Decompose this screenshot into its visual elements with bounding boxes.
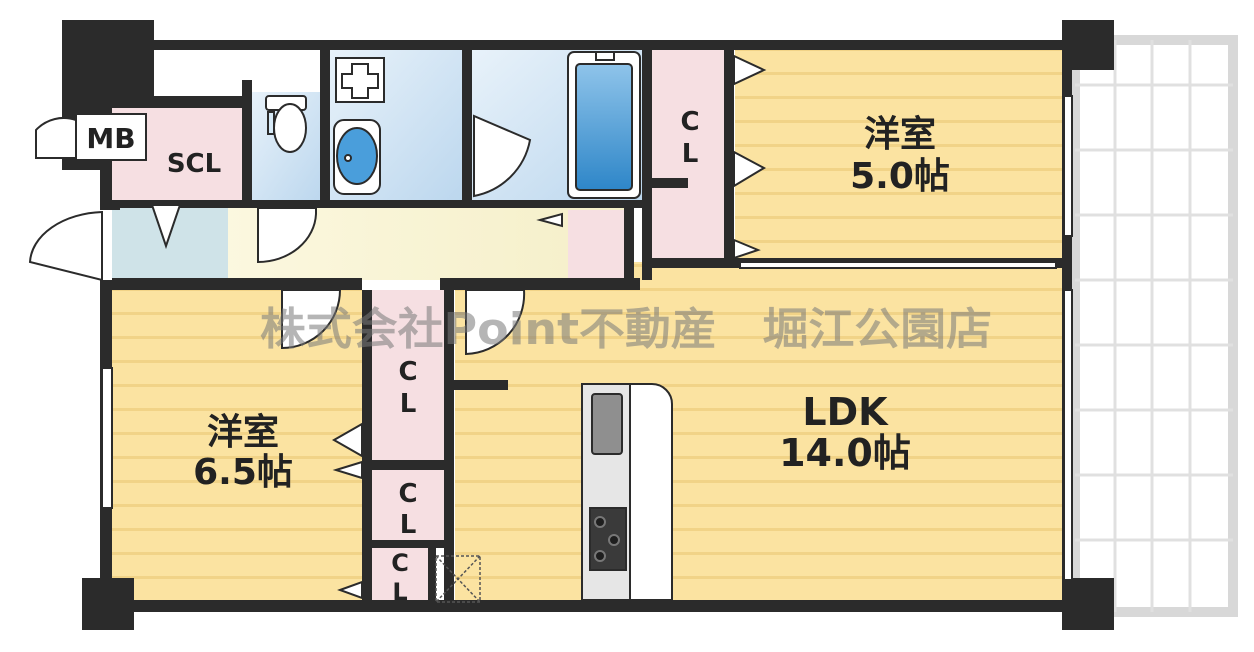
closet-mid-l: L bbox=[400, 389, 417, 419]
watermark: 株式会社Point不動産 堀江公園店 bbox=[260, 304, 992, 355]
balcony bbox=[1070, 35, 1238, 617]
closet-lower-c: C bbox=[398, 479, 417, 509]
doors bbox=[28, 54, 767, 600]
bedroom-2-name: 洋室 bbox=[207, 412, 279, 453]
bedroom-1-name: 洋室 bbox=[864, 114, 936, 155]
closet-mid-floor bbox=[372, 290, 444, 460]
closet-corridor-floor bbox=[568, 210, 624, 278]
closet-lower-floor bbox=[372, 470, 444, 540]
bedroom-1-size: 5.0帖 bbox=[850, 156, 950, 197]
scl-label: SCL bbox=[167, 149, 221, 179]
windows bbox=[101, 95, 1073, 581]
closet-bottom-floor bbox=[372, 548, 428, 602]
washbasin bbox=[333, 57, 385, 195]
ldk-name: LDK bbox=[802, 390, 889, 434]
closet-bottom-l: L bbox=[392, 578, 407, 606]
closet-lower-l: L bbox=[400, 510, 417, 540]
bedroom-2-size: 6.5帖 bbox=[193, 452, 293, 493]
mb-label: MB bbox=[86, 122, 135, 155]
closet-top-l: L bbox=[682, 139, 699, 169]
closet-top-floor bbox=[652, 50, 724, 258]
toilet-fixture bbox=[265, 95, 307, 153]
bathtub bbox=[567, 51, 641, 199]
closet-bottom-c: C bbox=[391, 549, 409, 577]
closet-mid-c: C bbox=[398, 357, 417, 387]
ldk-size: 14.0帖 bbox=[779, 431, 911, 475]
bedroom-1-floor bbox=[735, 50, 1065, 262]
kitchen-counter bbox=[581, 383, 673, 601]
ldk-floor bbox=[455, 270, 1065, 602]
bedroom-2-floor bbox=[112, 290, 364, 602]
closet-top-c: C bbox=[680, 107, 699, 137]
mb-box bbox=[75, 113, 147, 161]
pipe-shaft bbox=[435, 555, 481, 603]
